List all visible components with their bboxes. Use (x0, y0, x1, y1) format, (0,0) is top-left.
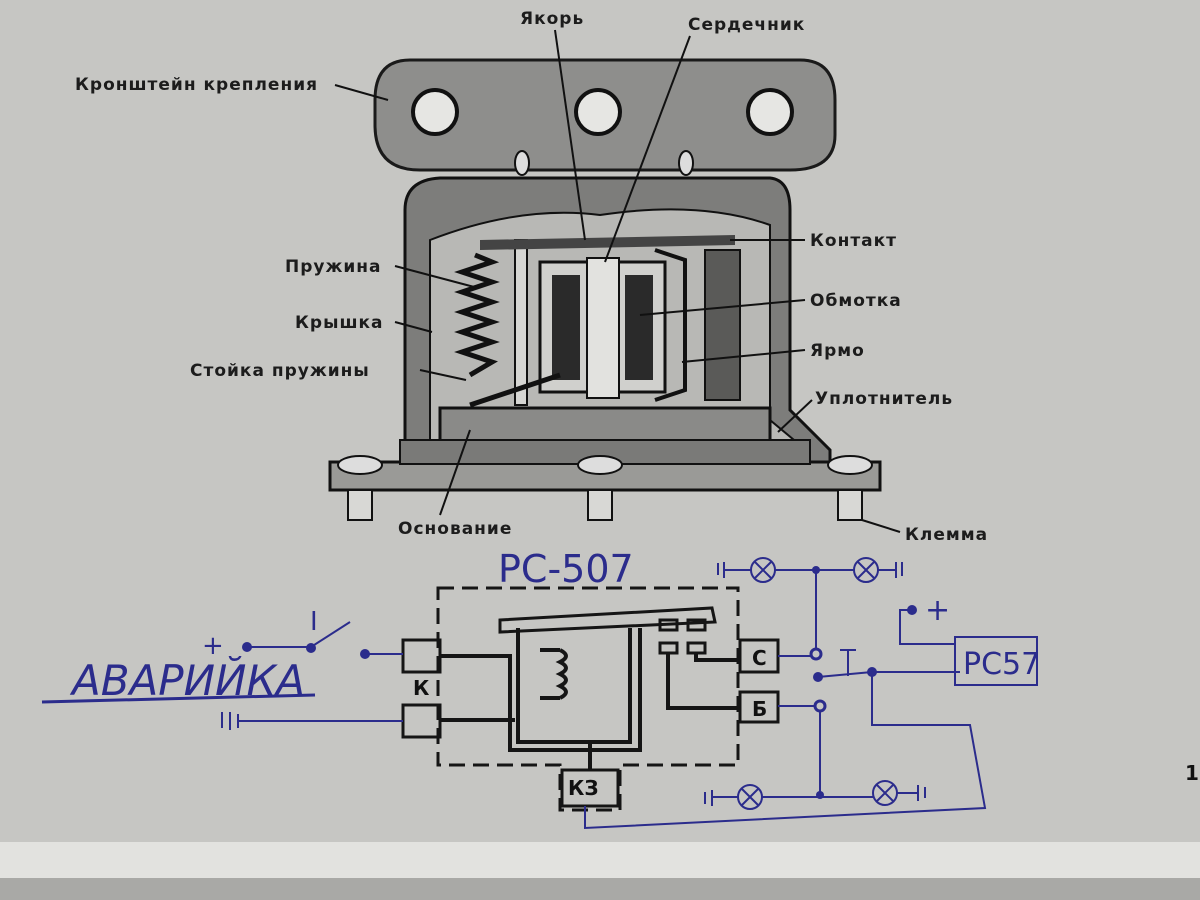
plus-sign-flasher: + (925, 593, 950, 628)
plus-sign: + (202, 631, 224, 661)
label-bracket: Кронштейн крепления (75, 75, 318, 95)
label-terminal: Клемма (905, 525, 988, 545)
base (438, 406, 772, 445)
lamp-circuit: PC57 + (584, 557, 1040, 830)
spring (454, 252, 500, 378)
page-edge (0, 842, 1200, 878)
core (586, 257, 620, 399)
terminal-k-top (401, 638, 442, 674)
lamp-icon (853, 557, 879, 583)
terminal-k-bottom (401, 703, 442, 739)
label-spring-post: Стойка пружины (190, 361, 370, 381)
relay-outline (436, 586, 740, 812)
armature (480, 235, 735, 250)
label-armature: Якорь (520, 9, 584, 29)
terminals (337, 455, 873, 521)
lamp-icon (872, 780, 898, 806)
bracket-hole (411, 88, 459, 136)
label-winding: Обмотка (810, 291, 902, 311)
label-spring: Пружина (285, 257, 382, 277)
flasher-name: PC57 (963, 647, 1040, 682)
label-yoke: Ярмо (810, 341, 865, 361)
lamp-icon (737, 784, 763, 810)
relay-schematic (401, 586, 780, 812)
bracket-hole (746, 88, 794, 136)
page-shadow (0, 878, 1200, 900)
schematic-armature (498, 606, 717, 634)
flasher-box (954, 636, 1038, 686)
label-core: Сердечник (688, 15, 805, 35)
terminal-k-label: К (413, 676, 430, 700)
yoke (654, 248, 687, 402)
relay-name-handwritten: PC-507 (498, 547, 634, 591)
terminal-c-label: С (752, 646, 767, 670)
underline (41, 693, 316, 704)
page-number: 1 (1185, 761, 1199, 785)
terminal-kz-label: КЗ (568, 776, 599, 800)
hazard-switch: + I (202, 607, 403, 730)
label-base: Основание (398, 519, 512, 539)
leader-lines (334, 29, 901, 533)
label-contact: Контакт (810, 231, 897, 251)
terminal-b-label: Б (752, 697, 767, 721)
relay-cutaway (328, 58, 882, 521)
label-cover: Крышка (295, 313, 384, 333)
schematic-coil (555, 648, 568, 700)
switch-mark: I (310, 607, 318, 637)
lamp-icon (750, 557, 776, 583)
bracket-hole (574, 88, 622, 136)
label-seal: Уплотнитель (815, 389, 953, 409)
